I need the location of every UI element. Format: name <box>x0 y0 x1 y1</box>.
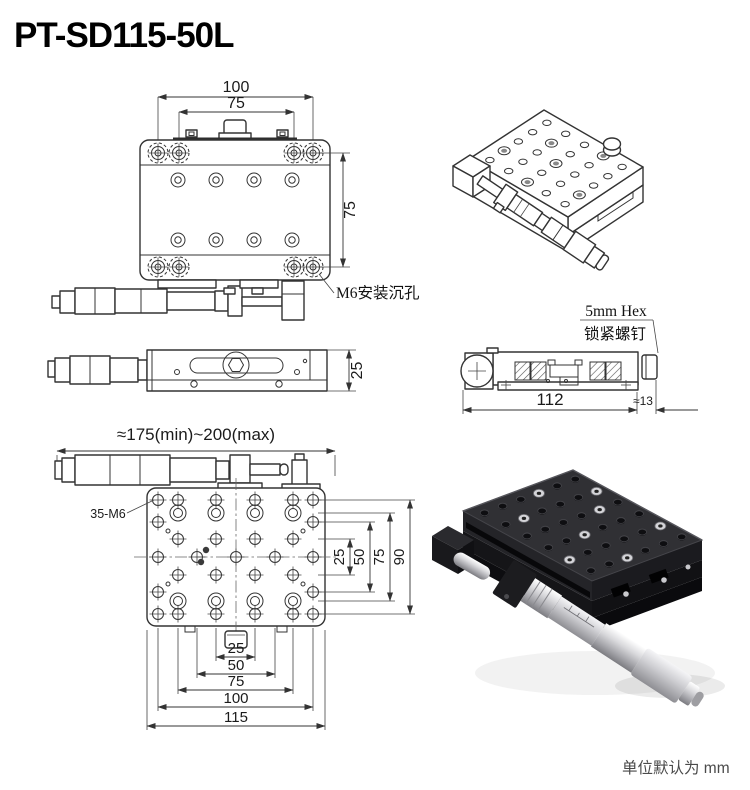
center-mounting-holes <box>170 172 300 248</box>
top-view-drawing: 100 75 75 <box>51 79 420 321</box>
dim-side-75: 75 <box>342 201 359 219</box>
dim-v-90: 90 <box>391 549 408 566</box>
dim-h-75: 75 <box>228 673 245 690</box>
label-m6-counterbore: M6安装沉孔 <box>336 284 420 302</box>
dim-top-75: 75 <box>227 95 245 112</box>
lock-knob <box>641 354 658 380</box>
dim-h-115: 115 <box>224 709 248 726</box>
lock-screw-side-view: 5mm Hex 锁紧螺钉 112 ≈13 <box>460 303 698 414</box>
label-lock-screw: 锁紧螺钉 <box>584 325 646 343</box>
micrometer-isometric <box>476 175 610 271</box>
product-photo <box>432 469 725 707</box>
page-title: PT-SD115-50L <box>14 16 234 55</box>
dim-v-25: 25 <box>331 549 348 566</box>
micrometer-photo <box>492 560 704 707</box>
unit-note: 单位默认为 mm <box>622 760 730 777</box>
table-view-drawing: ≈175(min)~200(max) 35-M6 <box>54 425 415 730</box>
hex-screw-icon <box>227 358 245 372</box>
dim-overall-length: ≈175(min)~200(max) <box>117 425 275 444</box>
mounting-hole-grid <box>149 491 322 623</box>
micrometer-plan-view <box>54 453 321 491</box>
label-hex: 5mm Hex <box>585 303 647 320</box>
dim-top-100: 100 <box>223 79 250 96</box>
dim-v-50: 50 <box>351 549 368 566</box>
micrometer-top-view <box>51 279 305 321</box>
corner-counterbore-holes <box>147 142 324 278</box>
dim-h-50: 50 <box>228 657 245 674</box>
dim-v-75: 75 <box>371 549 388 566</box>
isometric-drawing <box>452 109 644 271</box>
dim-length-112: 112 <box>536 390 563 409</box>
dim-h-100: 100 <box>223 690 248 707</box>
label-35-m6: 35-M6 <box>90 507 125 521</box>
dim-height-25: 25 <box>349 362 366 380</box>
hole-grid <box>485 119 627 208</box>
photo-hole-grid <box>479 475 687 575</box>
micrometer-side-view <box>47 355 148 385</box>
dim-knob-13: ≈13 <box>633 394 653 408</box>
side-view-drawing: 25 <box>47 349 366 392</box>
dim-h-25: 25 <box>228 640 245 657</box>
